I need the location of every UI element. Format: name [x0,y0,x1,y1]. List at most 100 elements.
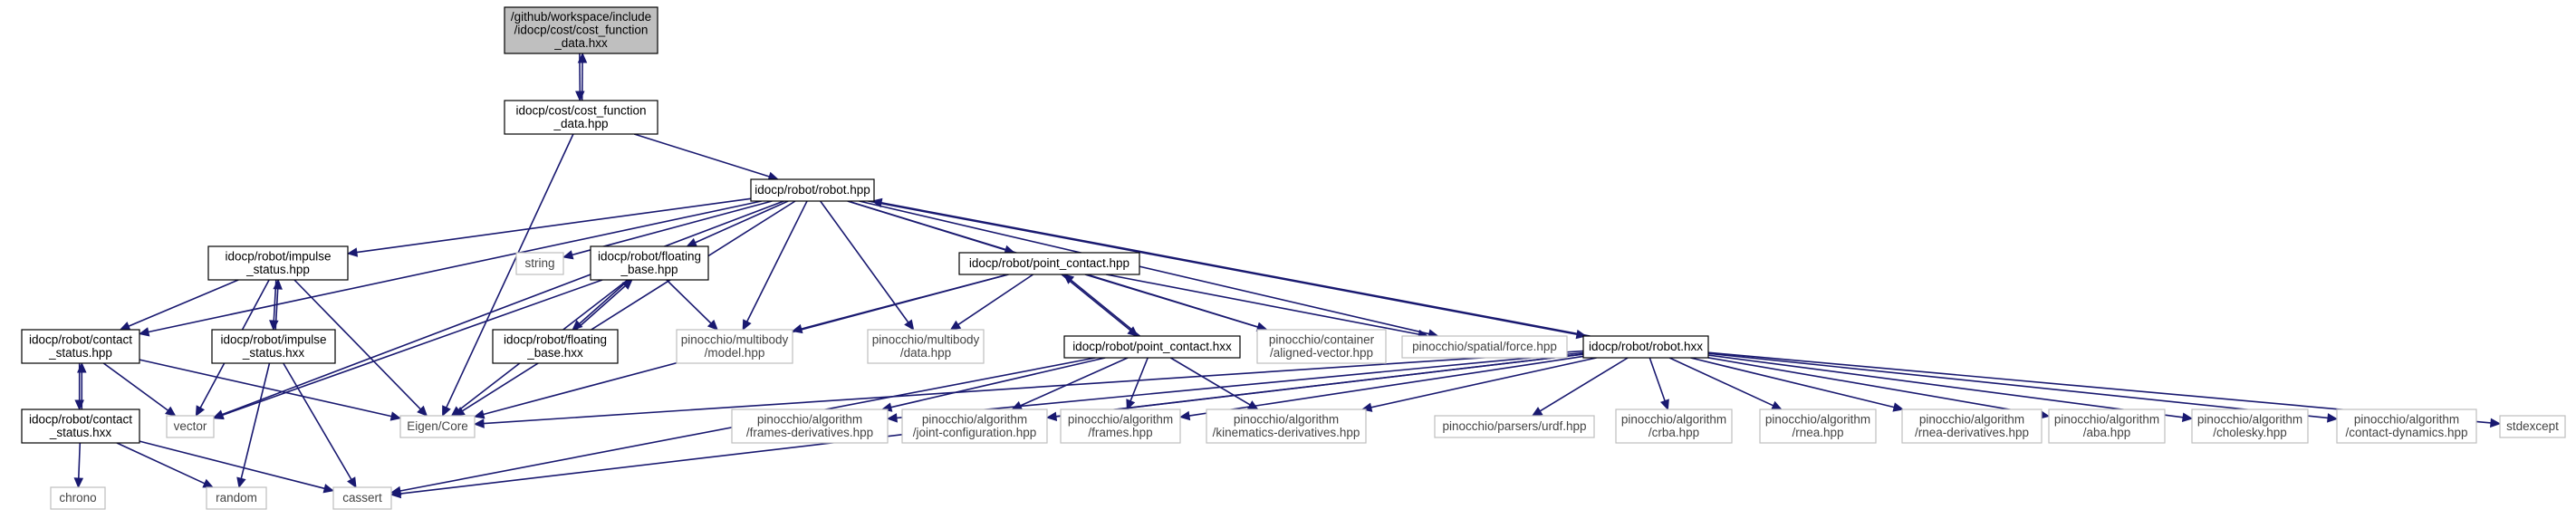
node-aligned: pinocchio/container/aligned-vector.hpp [1256,329,1387,364]
node-box [2048,408,2166,444]
node-label-line: vector [174,419,207,433]
node-label-line: pinocchio/algorithm [1621,412,1726,426]
node-label-line: /aligned-vector.hpp [1270,346,1373,360]
node-label-line: cassert [342,491,382,505]
node-box [2191,408,2309,444]
node-box [1401,335,1568,359]
node-vector: vector [166,415,215,438]
node-floating-hxx[interactable]: idocp/robot/floating_base.hxx [492,329,619,364]
node-label-line: pinocchio/algorithm [1765,412,1870,426]
edge-impulse_hxx-to-impulse_hpp [273,278,283,331]
node-robot-hpp[interactable]: idocp/robot/robot.hpp [750,178,875,202]
edge-robot_hxx-to-eigen [473,350,1584,428]
node-box [206,486,267,510]
edge-line [868,200,1578,335]
node-label-line: pinocchio/container [1269,332,1375,346]
node-label-line: /data.hpp [900,346,951,360]
node-label-line: pinocchio/algorithm [2197,412,2302,426]
edge-line [1020,357,1129,407]
node-impulse-hxx[interactable]: idocp/robot/impulse_status.hxx [211,329,336,364]
edge-point_hpp-to-aligned [1084,274,1268,332]
edge-arrowhead [1178,410,1191,421]
edge-line [356,197,752,254]
edge-point_hpp-to-data_hpp [949,274,1034,331]
node-root[interactable]: /github/workspace/include/idocp/cost/cos… [504,6,658,54]
node-eigen: Eigen/Core [399,415,476,438]
node-floating-hpp[interactable]: idocp/robot/floating_base.hpp [590,245,709,281]
edge-robot_hpp-to-model_hpp [742,200,808,332]
node-label-line: idocp/robot/point_contact.hpp [969,256,1129,270]
node-label-line: _status.hxx [49,426,112,439]
node-contact-hpp[interactable]: idocp/robot/contact_status.hpp [21,329,140,364]
edge-robot_hxx-to-contact_dyn [1707,352,2339,423]
node-random: random [206,486,267,510]
edge-line [483,350,1584,425]
node-label-line: _data.hxx [553,36,608,50]
edge-arrowhead [346,247,359,257]
edge-line [1648,357,1666,401]
node-point-hxx[interactable]: idocp/robot/point_contact.hxx [1063,335,1241,359]
edge-impulse_hxx-to-cassert [283,362,357,489]
node-stdexcept: stdexcept [2499,415,2566,438]
edge-line [102,362,168,411]
edge-arrowhead [904,319,915,331]
node-box [750,178,875,202]
edge-line [633,133,770,178]
edge-line [1668,357,1774,407]
node-label-line: pinocchio/algorithm [1234,412,1339,426]
node-label-line: /rnea.hpp [1792,426,1843,439]
edge-arrowhead [1126,399,1136,411]
edge-robot_hpp-to-contact_hpp [138,200,762,337]
edge-arrowhead [686,237,698,247]
node-label-line: _status.hpp [245,263,310,276]
edge-line [579,279,630,324]
node-model-hpp: pinocchio/multibody/model.hpp [676,329,793,364]
edge-line [1084,274,1258,328]
node-label-line: idocp/robot/point_contact.hxx [1072,340,1232,353]
edge-line [128,279,239,327]
node-force: pinocchio/spatial/force.hpp [1401,335,1568,359]
edge-arrowhead [77,361,87,373]
edge-impulse_hxx-to-random [236,362,271,489]
edge-cfd_hpp-to-root [577,52,588,101]
edge-line [78,442,82,479]
node-point-hpp[interactable]: idocp/robot/point_contact.hpp [958,252,1140,275]
edge-arrowhead [273,278,283,290]
node-label-line: pinocchio/algorithm [1068,412,1173,426]
node-cholesky: pinocchio/algorithm/cholesky.hpp [2191,408,2309,444]
node-data-hpp: pinocchio/multibody/data.hpp [867,329,985,364]
node-label-line: idocp/robot/robot.hpp [755,183,870,197]
edge-robot_hxx-to-crba [1648,357,1669,411]
node-label-line: pinocchio/spatial/force.hpp [1412,340,1557,353]
node-robot-hxx[interactable]: idocp/robot/robot.hxx [1582,335,1709,359]
edge-arrowhead [73,477,84,489]
edge-point_hxx-to-point_hpp [1062,274,1140,337]
node-label-line: _status.hpp [48,346,112,360]
node-crba: pinocchio/algorithm/crba.hpp [1615,408,1733,444]
node-box [21,408,140,444]
edge-impulse_hpp-to-eigen [293,279,428,417]
edge-arrowhead [562,250,574,260]
edge-contact_hpp-to-eigen [139,359,402,421]
node-box [1901,408,2043,444]
edge-arrowhead [442,405,451,418]
edge-arrowhead [2181,412,2194,423]
node-box [332,486,392,510]
node-layer: /github/workspace/include/idocp/cost/cos… [21,6,2566,510]
edge-arrowhead [138,327,150,337]
node-label-line: pinocchio/algorithm [2054,412,2159,426]
edge-arrowhead [236,476,246,489]
edge-robot_hxx-to-urdf [1531,357,1629,417]
node-box [50,486,106,510]
node-cfd-hpp[interactable]: idocp/cost/cost_function_data.hpp [504,100,658,135]
node-box [901,408,1048,444]
node-impulse-hpp[interactable]: idocp/robot/impulse_status.hpp [207,245,349,281]
node-label-line: idocp/robot/contact [29,332,132,346]
node-urdf: pinocchio/parsers/urdf.hpp [1434,415,1595,438]
edge-arrowhead [886,413,898,423]
node-label-line: pinocchio/parsers/urdf.hpp [1442,419,1586,433]
node-box [399,415,476,438]
edge-arrowhead [1531,407,1543,417]
node-contact-hxx[interactable]: idocp/robot/contact_status.hxx [21,408,140,444]
edge-robot_hxx-to-rnea_deriv [1690,357,1905,412]
